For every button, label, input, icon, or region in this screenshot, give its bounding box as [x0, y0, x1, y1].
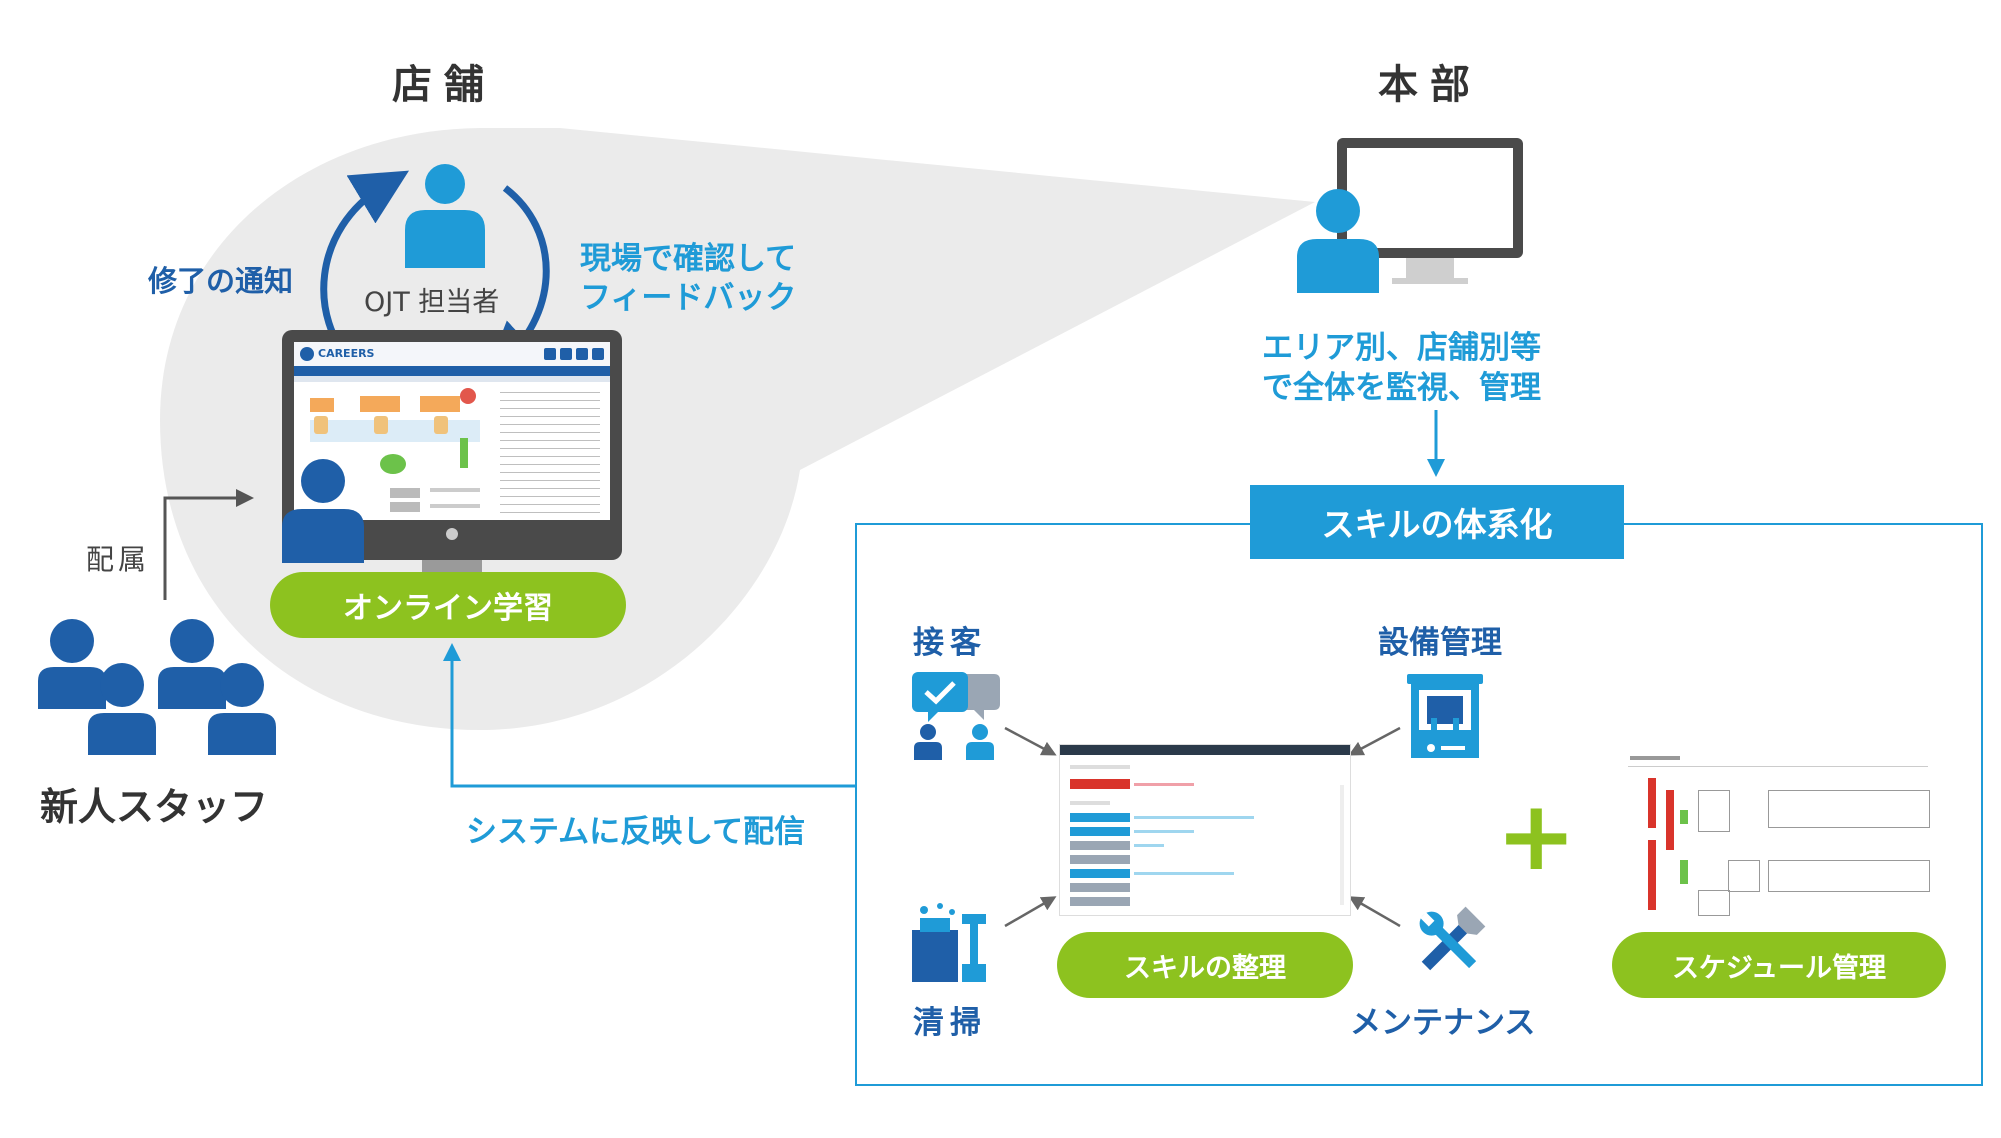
- schedule-badge: スケジュール管理: [1612, 932, 1946, 998]
- monitor-camera: [446, 528, 458, 540]
- equipment-icon: [1407, 674, 1483, 758]
- maintenance-label: メンテナンス: [1350, 1005, 1536, 1041]
- online-learning-badge: オンライン学習: [270, 572, 626, 638]
- monitor-icon-stand: [1406, 258, 1454, 280]
- skill-screen-mockup: [1060, 745, 1350, 915]
- screen-titlebar: [294, 366, 610, 376]
- systematize-banner: スキルの体系化: [1250, 485, 1624, 559]
- tools-icon: [1419, 906, 1486, 971]
- equipment-label: 設備管理: [1378, 625, 1502, 661]
- hq-monitor-label-1: エリア別、店舗別等: [1262, 330, 1541, 366]
- assign-label: 配属: [86, 543, 151, 576]
- skill-organize-badge: スキルの整理: [1057, 932, 1353, 998]
- systematize-label: スキルの体系化: [1321, 505, 1553, 544]
- learning-screen: CAREERS: [294, 342, 610, 520]
- customer-service-label: 接客: [913, 625, 987, 661]
- monitor-icon-base: [1392, 278, 1468, 284]
- hq-title: 本部: [1378, 62, 1482, 108]
- cleaning-label: 清掃: [913, 1005, 987, 1041]
- person-icon: [405, 164, 485, 268]
- cleaning-icon: [912, 903, 986, 982]
- screen-text: [500, 388, 600, 514]
- feedback-label-1: 現場で確認して: [580, 241, 797, 277]
- deliver-label: システムに反映して配信: [466, 814, 806, 850]
- ojt-label: OJT 担当者: [364, 287, 500, 318]
- plus-sign: +: [1496, 780, 1577, 892]
- notify-label: 修了の通知: [148, 264, 294, 298]
- new-staff-label: 新人スタッフ: [40, 785, 269, 829]
- chat-check-icon: [912, 672, 1000, 760]
- skill-organize-label: スキルの整理: [1124, 952, 1286, 984]
- monitor-icon: [1337, 138, 1523, 258]
- screen-diagram: [300, 388, 490, 514]
- feedback-label-2: フィードバック: [580, 280, 797, 316]
- learning-monitor: CAREERS: [282, 330, 622, 560]
- schedule-mockup: [1628, 750, 1930, 916]
- person-icon: [1297, 189, 1379, 293]
- screen-header: CAREERS: [294, 342, 610, 366]
- new-staff-icon: [38, 619, 276, 755]
- screen-logo: CAREERS: [318, 347, 375, 360]
- store-title: 店舗: [392, 62, 496, 108]
- hq-monitor-label-2: で全体を監視、管理: [1262, 370, 1541, 406]
- person-icon: [282, 459, 364, 563]
- online-learning-label: オンライン学習: [343, 591, 553, 626]
- schedule-label: スケジュール管理: [1671, 952, 1887, 984]
- screen-logo-icon: [300, 347, 314, 361]
